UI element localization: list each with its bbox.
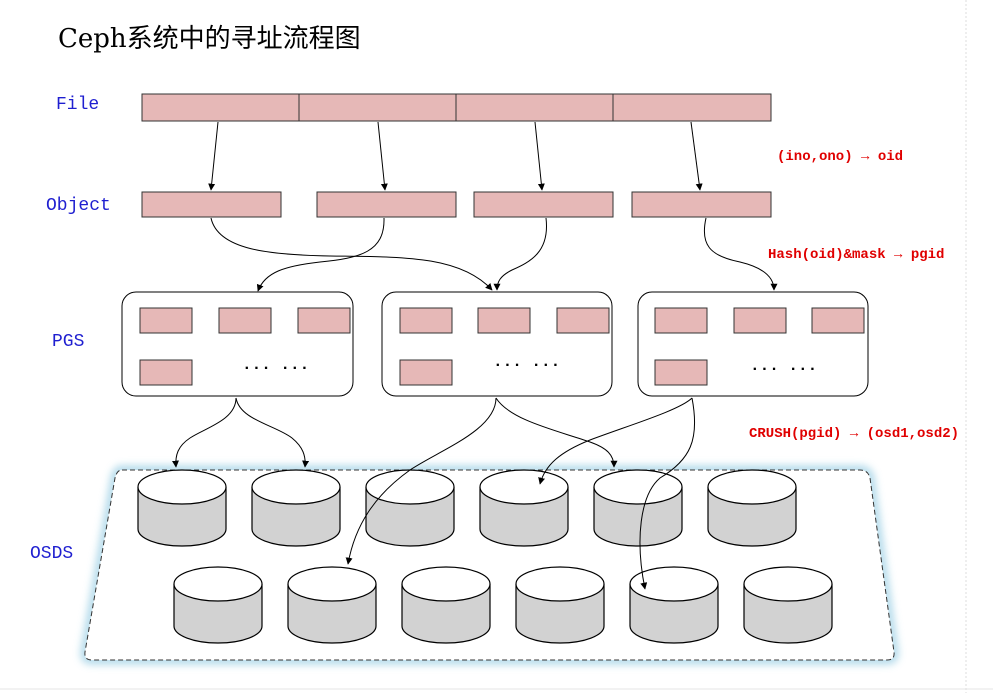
pg-group-2: ··· ··· xyxy=(381,291,613,397)
file-segment xyxy=(141,93,300,122)
arrow xyxy=(534,121,545,191)
pg-block xyxy=(654,307,708,334)
arrow xyxy=(639,397,696,590)
osd-disk xyxy=(365,469,455,547)
label-pgs: PGS xyxy=(52,332,84,352)
page-title: Ceph系统中的寻址流程图 xyxy=(58,24,361,54)
pg-ellipsis: ··· ··· xyxy=(242,359,309,377)
pg-block xyxy=(218,307,272,334)
object-block xyxy=(316,191,457,218)
label-file: File xyxy=(56,95,99,115)
osd-disk xyxy=(137,469,227,547)
pg-block xyxy=(399,359,453,386)
pg-ellipsis: ··· ··· xyxy=(750,360,817,378)
file-to-object-arrows xyxy=(208,121,703,191)
object-row xyxy=(141,191,772,218)
label-osds: OSDS xyxy=(30,544,73,564)
arrow xyxy=(690,121,703,191)
file-segment xyxy=(455,93,614,122)
pg-group-3: ··· ··· xyxy=(637,291,869,397)
osd-disk xyxy=(479,469,569,547)
annotation-oid: (ino,ono) → oid xyxy=(777,149,903,165)
object-block xyxy=(473,191,614,218)
arrow xyxy=(538,397,693,485)
object-block xyxy=(631,191,772,218)
pg-block xyxy=(139,359,193,386)
pg-block xyxy=(399,307,453,334)
osd-disk xyxy=(401,566,491,644)
arrow xyxy=(703,217,778,291)
label-object: Object xyxy=(46,196,111,216)
file-segment xyxy=(298,93,457,122)
pg-block xyxy=(654,359,708,386)
annotation-crush: CRUSH(pgid) → (osd1,osd2) xyxy=(749,426,959,442)
arrow xyxy=(377,121,388,191)
pg-ellipsis: ··· ··· xyxy=(493,356,560,374)
pg-block xyxy=(811,307,865,334)
pg-block xyxy=(733,307,787,334)
pg-block xyxy=(477,307,531,334)
object-to-pg-arrows xyxy=(210,217,778,292)
arrow xyxy=(256,217,385,292)
pg-block xyxy=(297,307,351,334)
arrow xyxy=(208,121,219,191)
arrow xyxy=(235,397,310,468)
pg-block xyxy=(556,307,610,334)
osd-disk xyxy=(743,566,833,644)
osd-disk xyxy=(287,566,377,644)
file-segment xyxy=(612,93,772,122)
arrow xyxy=(345,397,497,565)
pg-to-osd-arrows xyxy=(171,397,696,590)
annotation-pgid: Hash(oid)&mask → pgid xyxy=(768,247,944,263)
osd-disk xyxy=(251,469,341,547)
pg-block xyxy=(139,307,193,334)
arrow xyxy=(495,397,618,468)
pg-group-1: ··· ··· xyxy=(121,291,354,397)
osd-disk xyxy=(707,469,797,547)
object-block xyxy=(141,191,282,218)
osd-disk xyxy=(173,566,263,644)
arrow xyxy=(493,217,547,291)
arrow xyxy=(171,397,237,468)
osd-disk xyxy=(593,469,683,547)
file-bar xyxy=(141,93,772,122)
arrow xyxy=(210,217,493,291)
osd-disk xyxy=(515,566,605,644)
